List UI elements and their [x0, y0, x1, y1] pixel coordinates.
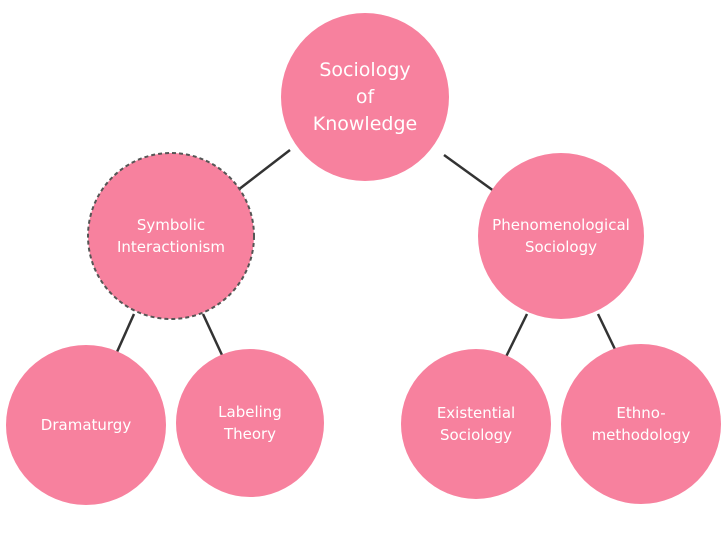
node-label-dramaturgy-0: Dramaturgy: [41, 416, 132, 434]
node-label-existential-1: Sociology: [440, 426, 512, 444]
edge-root-phenomenological: [443, 153, 499, 196]
node-label-ethno-1: methodology: [592, 426, 691, 444]
node-circle-phenomenological: [478, 153, 644, 319]
node-label-phenomenological-1: Sociology: [525, 238, 597, 256]
node-ethno[interactable]: Ethno-methodology: [561, 344, 721, 504]
node-circle-labeling: [176, 349, 324, 497]
node-label-symbolic-0: Symbolic: [137, 216, 205, 234]
node-label-symbolic-1: Interactionism: [117, 238, 225, 256]
edges-layer: [106, 149, 626, 373]
node-label-ethno-0: Ethno-: [616, 404, 665, 422]
node-circle-ethno: [561, 344, 721, 504]
node-label-phenomenological-0: Phenomenological: [492, 216, 630, 234]
node-label-labeling-0: Labeling: [218, 403, 282, 421]
node-label-root-0: Sociology: [319, 59, 410, 81]
node-label-root-2: Knowledge: [313, 113, 417, 135]
node-circle-dramaturgy: [6, 345, 166, 505]
node-dramaturgy[interactable]: Dramaturgy: [6, 345, 166, 505]
node-circle-existential: [401, 349, 551, 499]
node-circle-root: [281, 13, 449, 181]
nodes-layer: Sociology ofKnowledgeSymbolicInteractioni…: [6, 13, 721, 505]
node-label-root-1: of: [356, 86, 376, 108]
node-label-existential-0: Existential: [437, 404, 515, 422]
node-label-labeling-1: Theory: [223, 425, 276, 443]
node-circle-symbolic: [87, 152, 255, 320]
edge-root-symbolic: [237, 149, 291, 191]
